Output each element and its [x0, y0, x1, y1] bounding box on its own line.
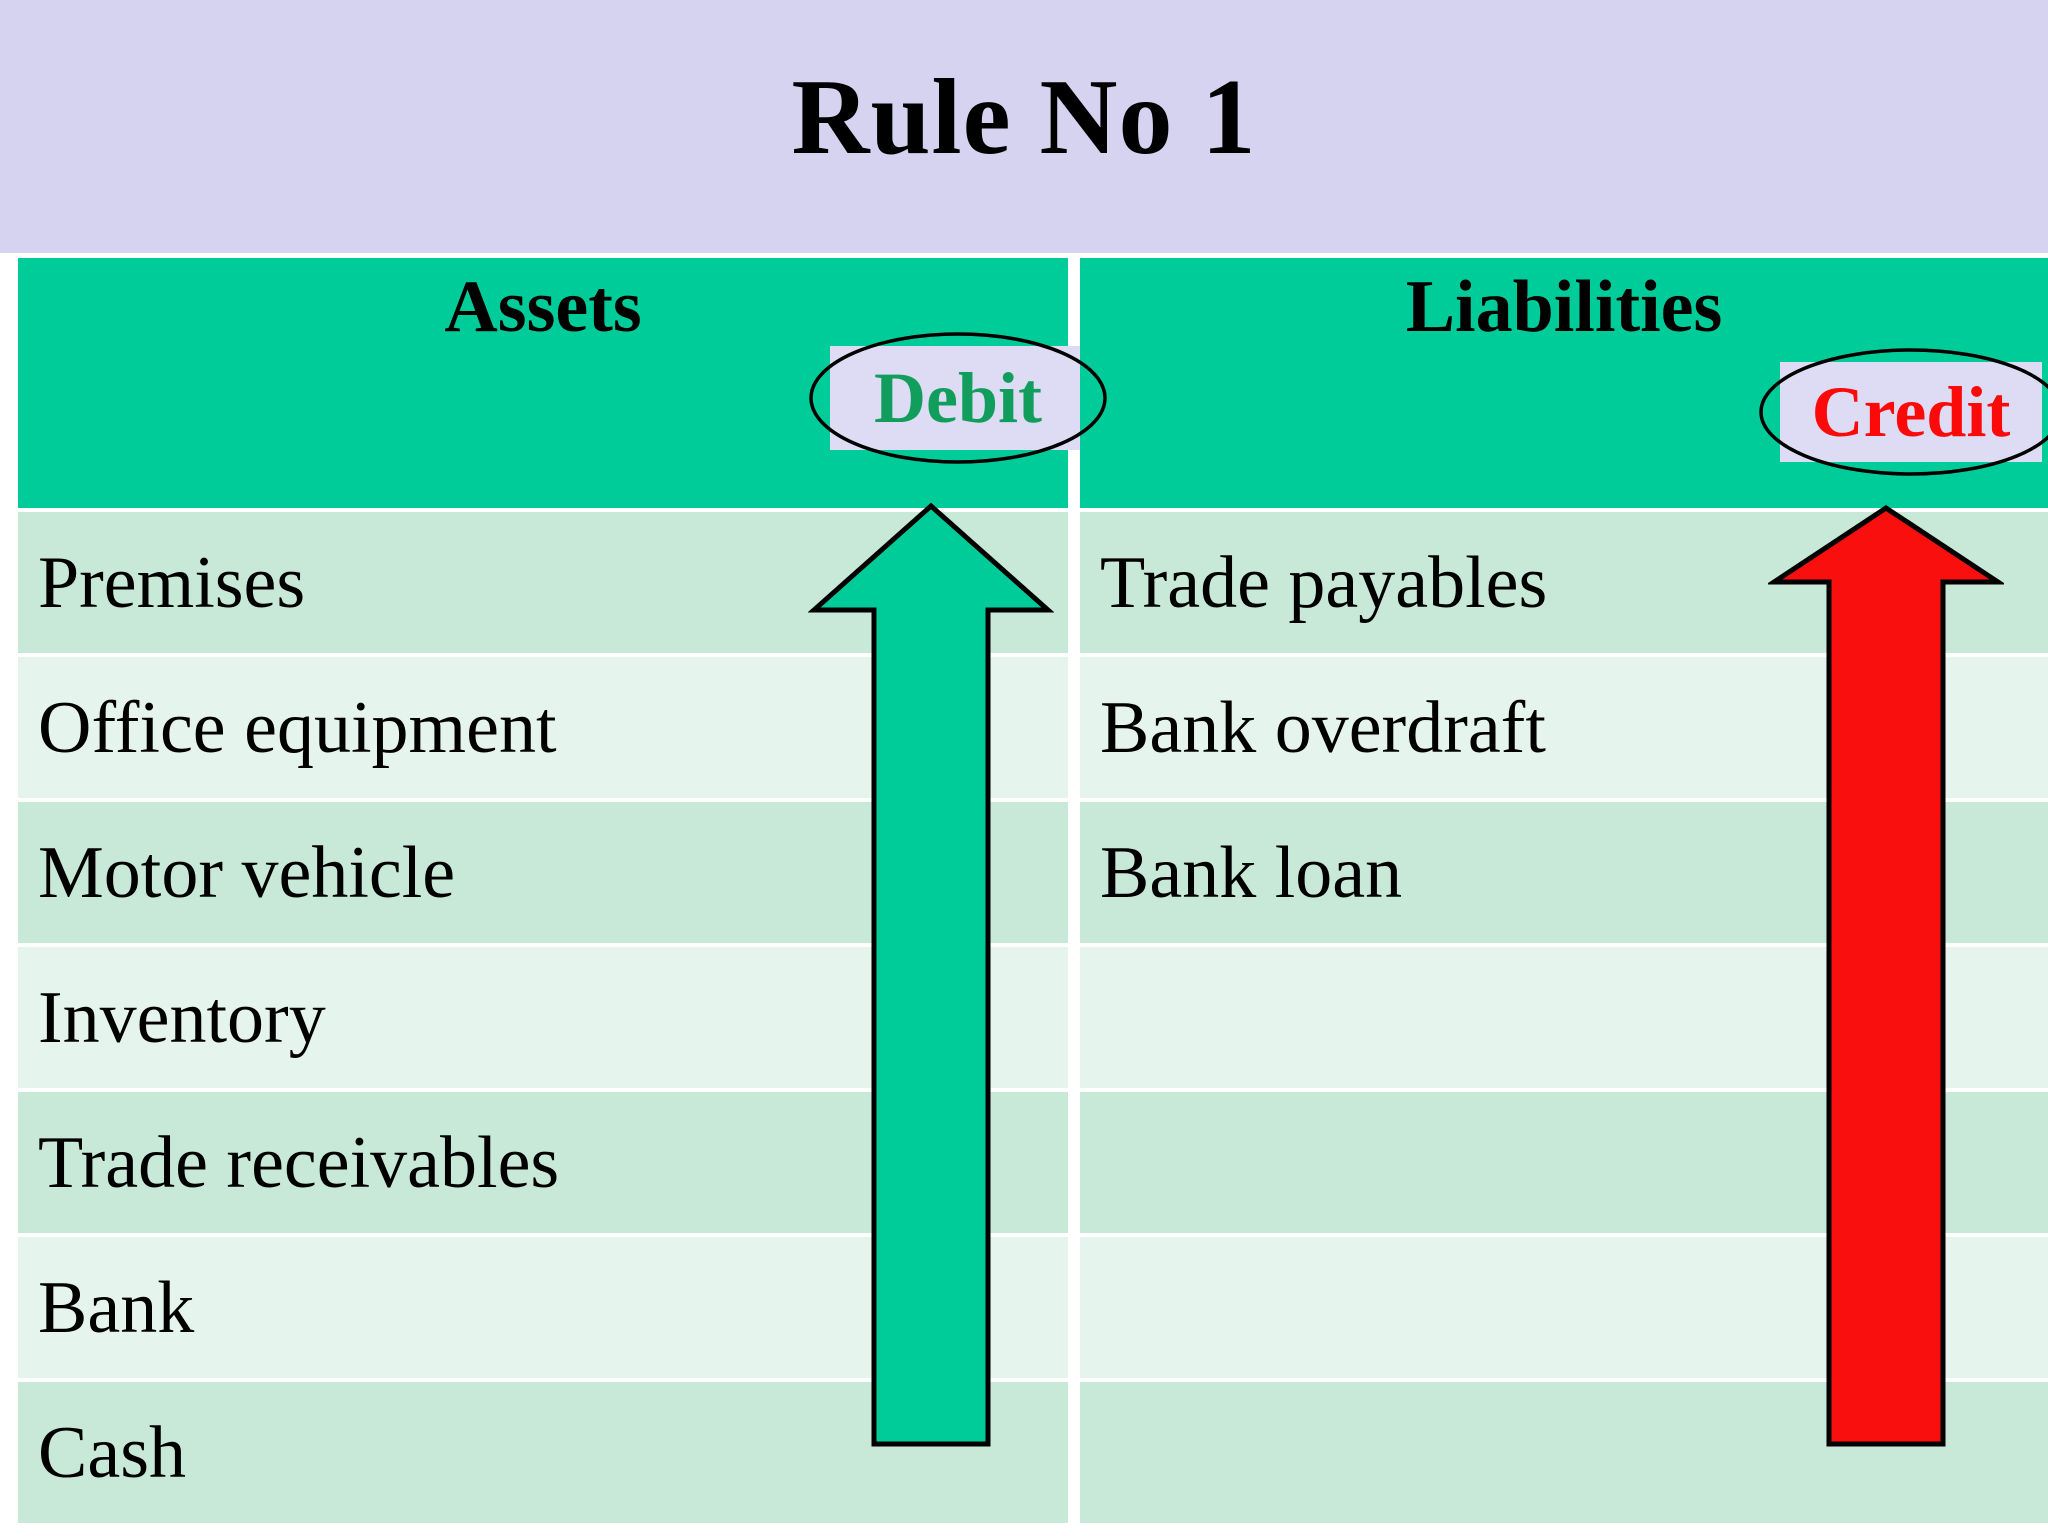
table-header-row: Assets Debit Liabilities Credit	[18, 258, 2048, 508]
liabilities-cell	[1080, 947, 2048, 1088]
list-item-label: Trade receivables	[38, 1121, 560, 1204]
table-row: Bank	[18, 1237, 2048, 1378]
liabilities-cell: Trade payables	[1080, 512, 2048, 653]
table-row: Inventory	[18, 947, 2048, 1088]
list-item-label: Premises	[38, 541, 306, 624]
column-header-assets: Assets	[444, 266, 642, 348]
table-row: Premises Trade payables	[18, 512, 2048, 653]
table-row: Trade receivables	[18, 1092, 2048, 1233]
column-header-liabilities: Liabilities	[1405, 266, 1723, 348]
liabilities-cell	[1080, 1237, 2048, 1378]
table-body: Premises Trade payables Office equipment…	[18, 512, 2048, 1527]
liabilities-cell	[1080, 1092, 2048, 1233]
assets-cell: Premises	[18, 512, 1068, 653]
table-row: Motor vehicle Bank loan	[18, 802, 2048, 943]
assets-cell: Trade receivables	[18, 1092, 1068, 1233]
list-item-label: Bank loan	[1100, 831, 1403, 914]
page-title: Rule No 1	[791, 57, 1257, 177]
debit-badge: Debit	[830, 346, 1086, 450]
rules-table: Assets Debit Liabilities Credit	[18, 258, 2048, 1523]
assets-cell: Bank	[18, 1237, 1068, 1378]
header-cell-liabilities: Liabilities Credit	[1080, 258, 2048, 508]
credit-badge-label: Credit	[1811, 372, 2011, 452]
list-item-label: Inventory	[38, 976, 326, 1059]
liabilities-cell: Bank loan	[1080, 802, 2048, 943]
title-band: Rule No 1	[0, 0, 2048, 253]
liabilities-cell: Bank overdraft	[1080, 657, 2048, 798]
assets-cell: Inventory	[18, 947, 1068, 1088]
list-item-label: Motor vehicle	[38, 831, 456, 914]
table-row: Office equipment Bank overdraft	[18, 657, 2048, 798]
list-item-label: Bank overdraft	[1100, 686, 1546, 769]
table-row: Cash	[18, 1382, 2048, 1523]
list-item-label: Trade payables	[1100, 541, 1548, 624]
list-item-label: Bank	[38, 1266, 195, 1349]
credit-badge: Credit	[1780, 362, 2042, 462]
header-cell-assets: Assets Debit	[18, 258, 1068, 508]
liabilities-cell	[1080, 1382, 2048, 1523]
assets-cell: Motor vehicle	[18, 802, 1068, 943]
assets-cell: Office equipment	[18, 657, 1068, 798]
debit-badge-label: Debit	[874, 358, 1042, 438]
assets-cell: Cash	[18, 1382, 1068, 1523]
list-item-label: Office equipment	[38, 686, 557, 769]
list-item-label: Cash	[38, 1411, 186, 1494]
